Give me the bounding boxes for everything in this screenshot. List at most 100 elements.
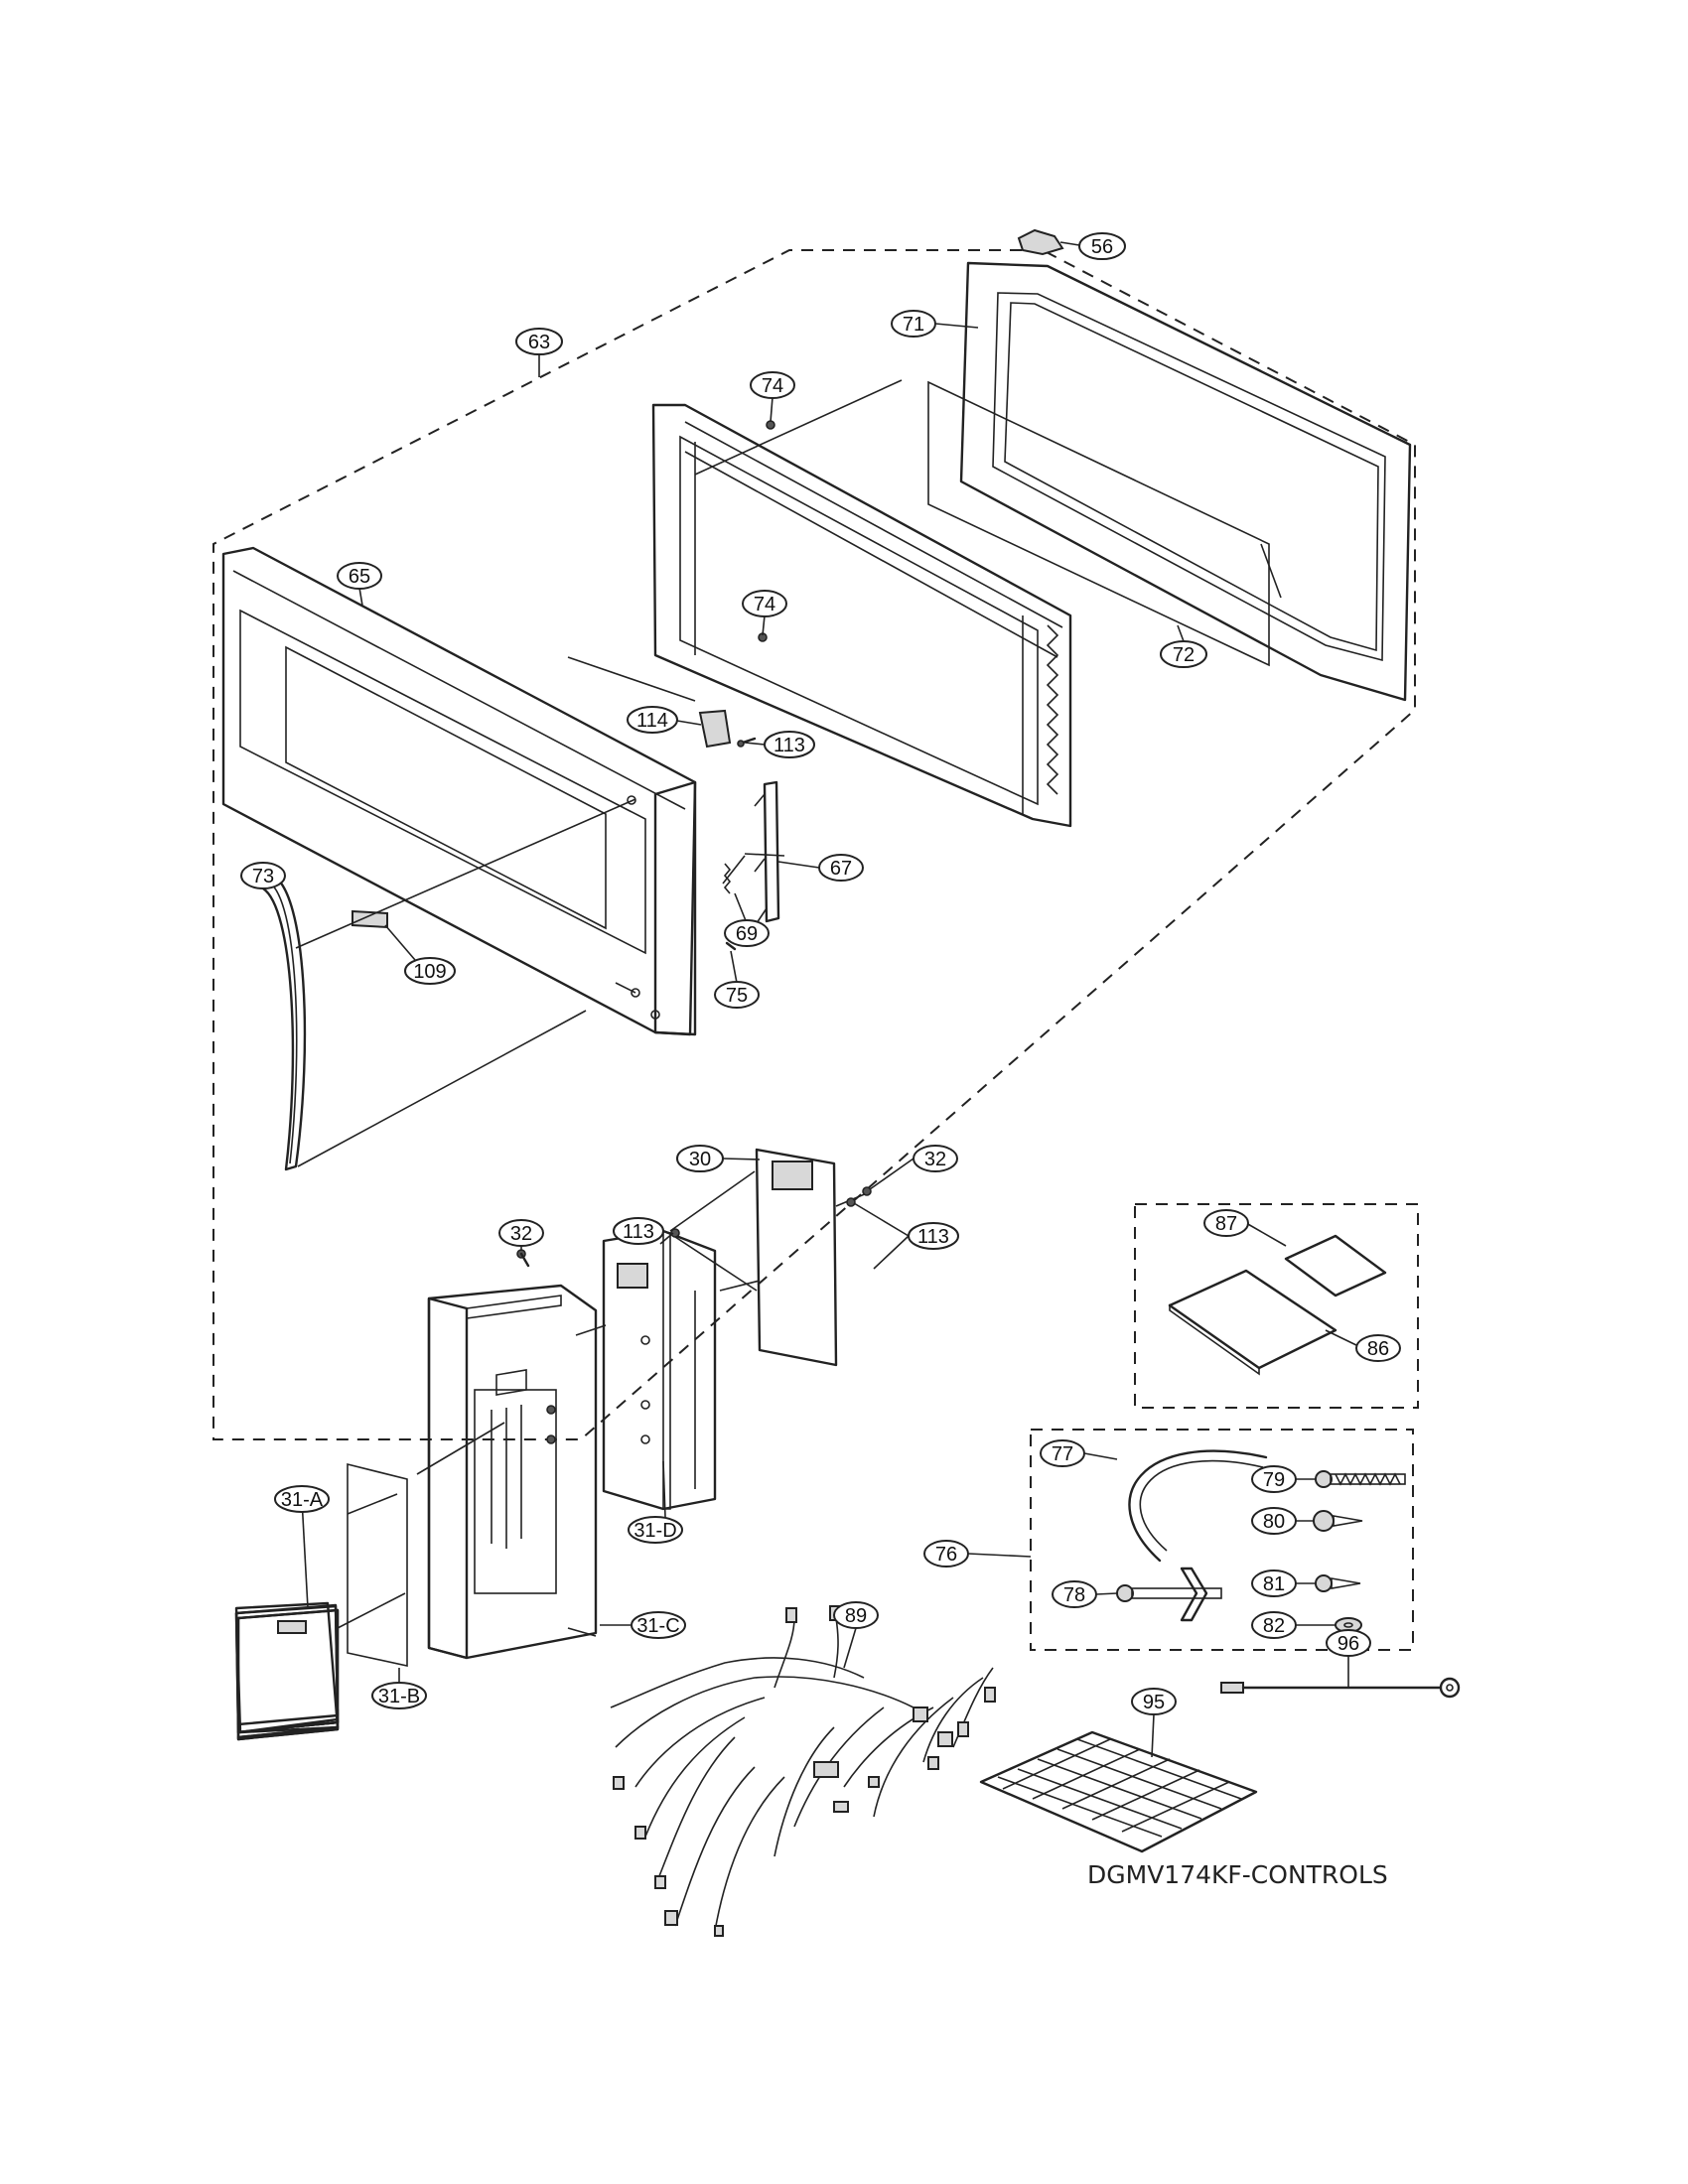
callout-74-top: 74: [750, 371, 795, 423]
svg-text:32: 32: [924, 1149, 946, 1170]
svg-text:77: 77: [1052, 1443, 1073, 1465]
owners-manual: [1168, 1269, 1337, 1376]
mounting-bolt-long: [1315, 1470, 1406, 1488]
callout-31-D: 31-D: [628, 1460, 683, 1544]
callout-96: 96: [1326, 1629, 1371, 1688]
screw-32-right: [862, 1186, 872, 1196]
svg-text:72: 72: [1173, 644, 1195, 666]
svg-text:113: 113: [623, 1221, 654, 1243]
svg-text:96: 96: [1337, 1633, 1359, 1655]
callout-87: 87: [1203, 1209, 1287, 1247]
callout-81: 81: [1251, 1570, 1316, 1597]
callout-78: 78: [1052, 1580, 1118, 1608]
svg-text:113: 113: [774, 735, 805, 756]
svg-text:74: 74: [754, 594, 775, 615]
callout-31-A: 31-A: [274, 1485, 330, 1609]
svg-text:30: 30: [689, 1149, 711, 1170]
svg-text:63: 63: [528, 332, 550, 353]
door-handle: [261, 874, 307, 1171]
door-badge: [352, 909, 388, 929]
callout-77: 77: [1040, 1439, 1118, 1467]
svg-text:56: 56: [1091, 236, 1113, 258]
svg-text:31-A: 31-A: [281, 1489, 324, 1511]
callout-67: 67: [777, 854, 864, 882]
callout-114: 114: [627, 706, 702, 734]
svg-text:80: 80: [1263, 1511, 1285, 1533]
svg-text:113: 113: [917, 1226, 949, 1248]
svg-text:69: 69: [736, 923, 758, 945]
svg-text:67: 67: [830, 858, 852, 880]
svg-text:109: 109: [413, 961, 446, 983]
control-panel-decal: [234, 1604, 340, 1734]
svg-text:114: 114: [636, 710, 668, 732]
svg-text:31-B: 31-B: [378, 1686, 420, 1707]
svg-text:95: 95: [1143, 1692, 1165, 1713]
svg-text:79: 79: [1263, 1469, 1285, 1491]
callout-63: 63: [515, 328, 563, 377]
callout-86: 86: [1325, 1329, 1401, 1362]
callout-89: 89: [833, 1601, 879, 1669]
control-board-bracket: [602, 1229, 717, 1511]
latch-bracket: [754, 780, 780, 924]
svg-text:32: 32: [510, 1223, 532, 1245]
latch-hook: [1017, 228, 1064, 256]
toggle-bolt: [1116, 1567, 1222, 1622]
svg-text:89: 89: [845, 1605, 867, 1627]
door-window-film: [927, 380, 1270, 667]
svg-text:81: 81: [1263, 1573, 1285, 1595]
svg-text:87: 87: [1215, 1213, 1237, 1235]
door-inner-frame: [651, 403, 1072, 828]
filter-grille: [979, 1730, 1258, 1853]
control-panel-overlay: [234, 1601, 340, 1741]
callout-109: 109: [384, 924, 456, 985]
svg-text:31-C: 31-C: [636, 1615, 679, 1637]
screw-lower: [725, 941, 737, 951]
svg-text:31-D: 31-D: [633, 1520, 676, 1542]
installation-kit-boundary: [1030, 1429, 1414, 1651]
tapping-screw: [1315, 1574, 1361, 1592]
callout-113-board: 113: [613, 1217, 674, 1245]
callout-32-right: 32: [869, 1145, 958, 1190]
ground-wire: [1220, 1677, 1461, 1699]
door-hinge-block: [698, 709, 732, 749]
panel-guide-lines: [337, 1170, 758, 1637]
svg-text:73: 73: [252, 866, 274, 887]
door-guide-lines: [295, 379, 1282, 1167]
control-panel-sheet: [236, 1725, 340, 1741]
callout-113-right: 113: [853, 1202, 959, 1270]
callout-75: 75: [714, 950, 760, 1009]
callout-31-C: 31-C: [600, 1611, 686, 1639]
callout-31-B: 31-B: [371, 1668, 427, 1709]
door-assembly-boundary: [212, 249, 1416, 1440]
wire-harness: [610, 1605, 996, 1937]
svg-text:82: 82: [1263, 1615, 1285, 1637]
screw-32-left: [516, 1249, 530, 1268]
svg-text:76: 76: [935, 1544, 957, 1566]
wood-screw: [1313, 1510, 1363, 1532]
callout-73: 73: [240, 862, 286, 889]
callout-72: 72: [1160, 624, 1207, 668]
callout-80: 80: [1251, 1507, 1314, 1535]
callout-82: 82: [1251, 1611, 1336, 1639]
callout-69: 69: [724, 892, 770, 947]
callout-79: 79: [1251, 1465, 1316, 1493]
door-choke-frame: [959, 261, 1412, 702]
callout-32-left: 32: [498, 1219, 544, 1251]
callout-76: 76: [923, 1540, 1032, 1568]
control-panel-frame: [427, 1284, 598, 1660]
svg-text:75: 75: [726, 985, 748, 1007]
svg-text:78: 78: [1063, 1584, 1085, 1606]
installation-sheet: [1284, 1234, 1387, 1297]
screw-113-right: [846, 1197, 856, 1207]
svg-text:65: 65: [349, 566, 370, 588]
callout-113-top: 113: [744, 731, 815, 758]
callout-71: 71: [891, 310, 979, 338]
callout-30: 30: [676, 1145, 761, 1172]
callout-95: 95: [1131, 1688, 1177, 1758]
callout-56: 56: [1059, 232, 1126, 260]
callout-74-mid: 74: [742, 590, 787, 636]
svg-text:71: 71: [903, 314, 924, 336]
manual-group-boundary: [1134, 1203, 1419, 1409]
power-cord-bushing: [1128, 1449, 1268, 1563]
